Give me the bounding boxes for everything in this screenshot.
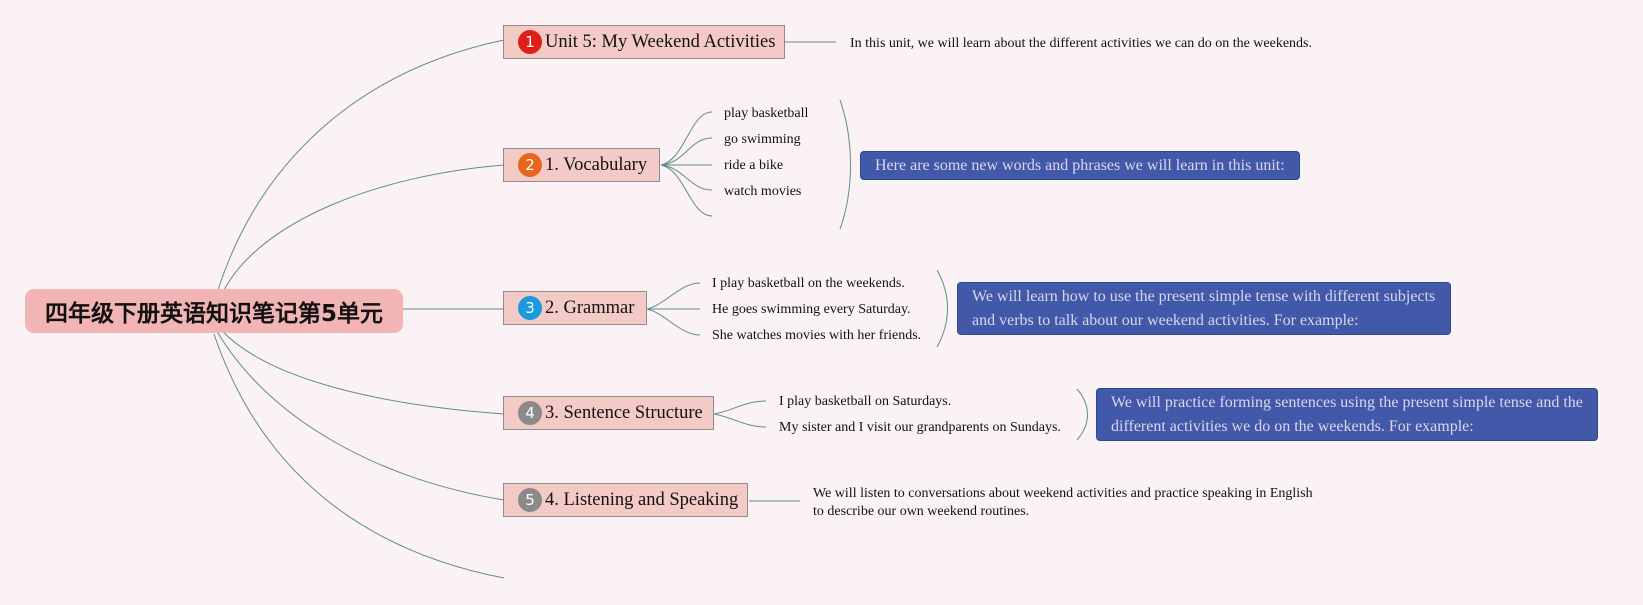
vocab-item[interactable]: watch movies (724, 184, 802, 199)
connector-sentence-item-2 (713, 413, 767, 428)
sentence-summary-bracket (1076, 388, 1088, 441)
vocab-item[interactable]: go swimming (724, 132, 801, 147)
detail-listening-and-speaking[interactable]: We will listen to conversations about we… (813, 486, 1313, 519)
connector-vocab-item-2 (660, 137, 713, 166)
connector-sentence-item-1 (713, 400, 767, 415)
grammar-summary-bracket (936, 269, 948, 348)
connector-central-to-sentence (221, 330, 505, 415)
central-topic[interactable]: 四年级下册英语知识笔记第5单元 (25, 289, 403, 333)
connector-vocab-item-1 (660, 111, 713, 166)
connector-vocab-item-4 (660, 164, 713, 191)
number-badge-4: 4 (518, 401, 542, 425)
grammar-example[interactable]: She watches movies with her friends. (712, 328, 922, 343)
connector-central-to-extra (213, 333, 505, 579)
connector-grammar-item-1 (646, 282, 701, 310)
topic-label: 3. Sentence Structure (545, 402, 703, 423)
topic-label: 2. Grammar (545, 297, 635, 318)
topic-unit-5[interactable]: 1 Unit 5: My Weekend Activities (503, 25, 785, 59)
vocab-item[interactable]: play basketball (724, 106, 809, 121)
sentence-example[interactable]: My sister and I visit our grandparents o… (779, 420, 1061, 435)
topic-listening-and-speaking[interactable]: 5 4. Listening and Speaking (503, 483, 748, 517)
number-badge-1: 1 (518, 30, 542, 54)
connector-central-to-listening (217, 332, 505, 501)
vocab-summary-note[interactable]: Here are some new words and phrases we w… (860, 151, 1300, 180)
sentence-summary-note[interactable]: We will practice forming sentences using… (1096, 388, 1598, 441)
vocab-item[interactable]: ride a bike (724, 158, 784, 173)
topic-label: 4. Listening and Speaking (545, 489, 739, 510)
topic-label: 1. Vocabulary (545, 154, 648, 175)
connector-vocab-item-5 (660, 164, 713, 217)
number-badge-5: 5 (518, 488, 542, 512)
topic-sentence-structure[interactable]: 4 3. Sentence Structure (503, 396, 714, 430)
grammar-example[interactable]: He goes swimming every Saturday. (712, 302, 911, 317)
detail-unit-5[interactable]: In this unit, we will learn about the di… (850, 36, 1312, 51)
connector-central-to-vocabulary (222, 164, 505, 293)
connector-grammar-item-3 (646, 308, 701, 336)
topic-vocabulary[interactable]: 2 1. Vocabulary (503, 148, 660, 182)
grammar-summary-note[interactable]: We will learn how to use the present sim… (957, 282, 1451, 335)
number-badge-3: 3 (518, 296, 542, 320)
topic-label: Unit 5: My Weekend Activities (545, 31, 776, 52)
topic-grammar[interactable]: 3 2. Grammar (503, 291, 647, 325)
connector-central-to-unit5 (217, 39, 505, 291)
number-badge-2: 2 (518, 153, 542, 177)
vocab-summary-bracket (839, 99, 851, 230)
grammar-example[interactable]: I play basketball on the weekends. (712, 276, 905, 291)
sentence-example[interactable]: I play basketball on Saturdays. (779, 394, 952, 409)
